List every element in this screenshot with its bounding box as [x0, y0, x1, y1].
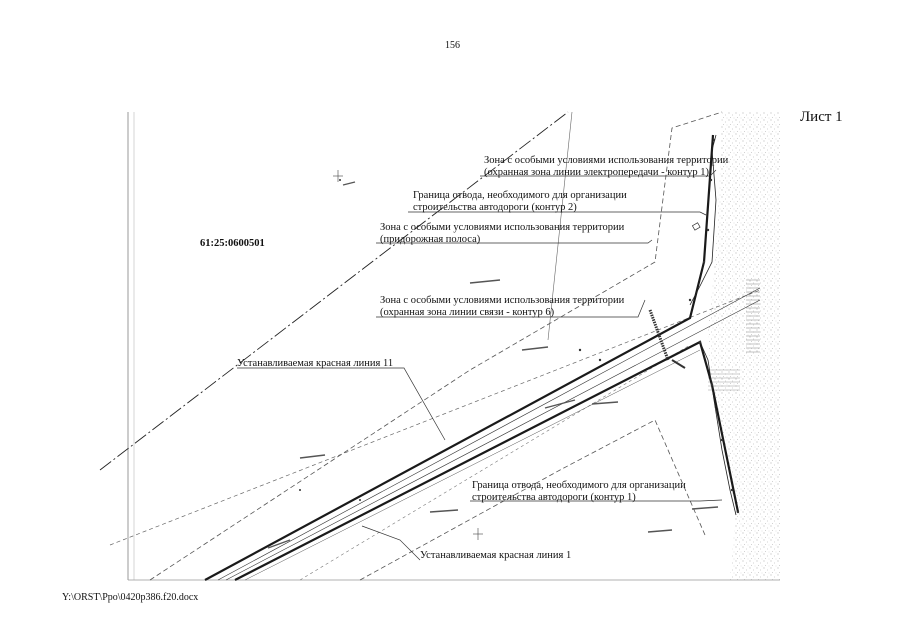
allotment-boundary-contour-lower: [699, 341, 737, 516]
cadastral-boundary-dashdot: [99, 111, 569, 471]
roadside-zone-lower-dashed: [359, 419, 706, 581]
label-red-line-11: Устанавливаемая красная линия 11: [237, 358, 393, 369]
road-edge-thin-2: [225, 299, 761, 581]
terrain-stipple-area: [708, 112, 780, 580]
label-zone-roadside-2: (придорожная полоса): [380, 234, 481, 245]
small-tick-marks: [333, 170, 483, 540]
allotment-boundary-contour: [689, 134, 717, 306]
red-line-1: [234, 340, 740, 581]
label-allotment-2-2: строительства автодороги (контур 2): [413, 202, 577, 213]
footer-file-path: Y:\ORST\Ppo\0420p386.f20.docx: [62, 592, 199, 603]
road-edge-thin-3: [244, 349, 701, 581]
embankment-hatching: [708, 279, 760, 391]
tiny-illegible-annotations: [267, 181, 719, 549]
roadside-zone-upper-dashed: [149, 111, 723, 581]
road-edge-thin-1: [217, 287, 761, 581]
label-zone-roadside-1: Зона с особыми условиями использования т…: [380, 222, 625, 233]
label-zone-comm-line-2: (охранная зона линии связи - контур 6): [380, 307, 555, 318]
cadastral-point-markers: [299, 138, 740, 514]
red-line-11: [204, 134, 715, 581]
cadastral-block-number: 61:25:0600501: [200, 238, 265, 249]
label-zone-comm-line-1: Зона с особыми условиями использования т…: [380, 295, 625, 306]
label-allotment-1-2: строительства автодороги (контур 1): [472, 492, 636, 503]
label-zone-power-line-1: Зона с особыми условиями использования т…: [484, 155, 729, 166]
inner-dashed-line: [299, 344, 691, 581]
label-allotment-2-1: Граница отвода, необходимого для организ…: [413, 190, 627, 201]
structure-marker: [691, 222, 701, 231]
page-number: 156: [445, 40, 460, 51]
label-zone-power-line-2: (охранная зона линии электропередачи - к…: [484, 167, 710, 178]
label-red-line-1: Устанавливаемая красная линия 1: [420, 550, 571, 561]
thin-vertical-line: [547, 111, 573, 341]
label-allotment-1-1: Граница отвода, необходимого для организ…: [472, 480, 686, 491]
crossing-structure-2: [671, 359, 686, 369]
crossing-structure: [648, 309, 670, 361]
label-leaders: [237, 169, 723, 561]
comm-line-zone-dashed: [109, 289, 761, 546]
sheet-label: Лист 1: [800, 109, 843, 125]
